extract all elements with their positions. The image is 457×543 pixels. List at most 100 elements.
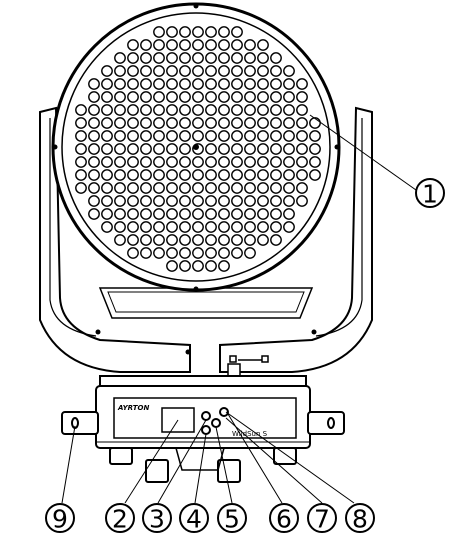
led-lens xyxy=(140,156,152,168)
led-lens xyxy=(192,117,204,129)
led-lens xyxy=(192,104,204,116)
led-lens xyxy=(270,65,282,77)
led-lens xyxy=(205,65,217,77)
led-lens xyxy=(192,26,204,38)
foot-right xyxy=(273,447,297,465)
led-lens xyxy=(231,169,243,181)
led-lens xyxy=(257,65,269,77)
led-lens xyxy=(218,234,230,246)
led-lens xyxy=(205,117,217,129)
callout-7: 7 xyxy=(307,503,337,534)
led-lens xyxy=(244,143,256,155)
led-lens xyxy=(270,143,282,155)
led-lens xyxy=(270,117,282,129)
led-lens xyxy=(205,260,217,272)
callout-8-label: 8 xyxy=(352,505,368,534)
led-lens xyxy=(88,130,100,142)
led-lens xyxy=(218,221,230,233)
led-lens xyxy=(192,91,204,103)
model-label: WildSun S xyxy=(232,430,268,438)
led-lens xyxy=(192,65,204,77)
head xyxy=(51,2,341,292)
led-lens xyxy=(296,169,308,181)
led-lens xyxy=(218,104,230,116)
led-lens xyxy=(75,182,87,194)
led-lens xyxy=(101,78,113,90)
led-lens xyxy=(166,247,178,259)
led-lens xyxy=(218,182,230,194)
led-lens xyxy=(75,156,87,168)
led-lens xyxy=(75,143,87,155)
led-lens xyxy=(101,182,113,194)
led-lens xyxy=(205,221,217,233)
led-lens xyxy=(179,169,191,181)
led-lens xyxy=(140,117,152,129)
head-inner-ring xyxy=(61,12,331,282)
led-lens xyxy=(283,195,295,207)
led-lens xyxy=(218,39,230,51)
foot-left xyxy=(109,447,133,465)
led-lens xyxy=(205,26,217,38)
led-lens xyxy=(257,169,269,181)
led-lens xyxy=(179,39,191,51)
led-lens xyxy=(231,143,243,155)
led-lens xyxy=(257,39,269,51)
callout-1: 1 xyxy=(415,178,445,209)
led-lens xyxy=(205,156,217,168)
led-lens xyxy=(114,52,126,64)
led-lens xyxy=(179,156,191,168)
led-lens xyxy=(153,169,165,181)
led-lens xyxy=(88,195,100,207)
led-lens xyxy=(257,195,269,207)
led-lens xyxy=(205,130,217,142)
led-lens xyxy=(166,52,178,64)
led-lens xyxy=(153,117,165,129)
led-lens xyxy=(88,182,100,194)
led-lens xyxy=(127,208,139,220)
led-lens xyxy=(166,78,178,90)
led-lens xyxy=(127,130,139,142)
led-lens xyxy=(283,117,295,129)
led-lens xyxy=(153,52,165,64)
led-lens xyxy=(283,221,295,233)
led-lens xyxy=(257,156,269,168)
led-lens xyxy=(205,195,217,207)
led-lens xyxy=(231,26,243,38)
led-lens xyxy=(257,208,269,220)
led-lens xyxy=(101,195,113,207)
led-lens xyxy=(140,221,152,233)
right-handle xyxy=(307,411,345,435)
head-ring-screw-bottom xyxy=(193,286,199,292)
led-lens xyxy=(205,169,217,181)
callout-6-label: 6 xyxy=(276,505,292,534)
led-lens xyxy=(244,104,256,116)
led-lens xyxy=(88,104,100,116)
led-lens xyxy=(192,260,204,272)
callouts: 1 2 3 4 5 6 7 8 xyxy=(45,178,445,534)
callout-9-label: 9 xyxy=(52,505,68,534)
led-lens xyxy=(231,156,243,168)
led-lens xyxy=(153,26,165,38)
led-lens xyxy=(88,117,100,129)
led-lens xyxy=(270,182,282,194)
yoke-base-inner xyxy=(107,291,305,313)
led-lens xyxy=(192,195,204,207)
led-lens xyxy=(166,26,178,38)
led-lens xyxy=(244,52,256,64)
led-lens xyxy=(127,52,139,64)
led-lens xyxy=(101,169,113,181)
led-lens xyxy=(257,234,269,246)
yoke-right-inner xyxy=(315,118,363,337)
led-lens xyxy=(270,78,282,90)
led-lens xyxy=(114,130,126,142)
led-lens xyxy=(231,65,243,77)
led-lens xyxy=(166,65,178,77)
base-leaders xyxy=(61,411,355,504)
led-lens xyxy=(270,169,282,181)
led-lens xyxy=(166,234,178,246)
callout-2: 2 xyxy=(105,503,135,534)
led-lens xyxy=(101,156,113,168)
led-lens xyxy=(218,65,230,77)
led-lens xyxy=(218,208,230,220)
